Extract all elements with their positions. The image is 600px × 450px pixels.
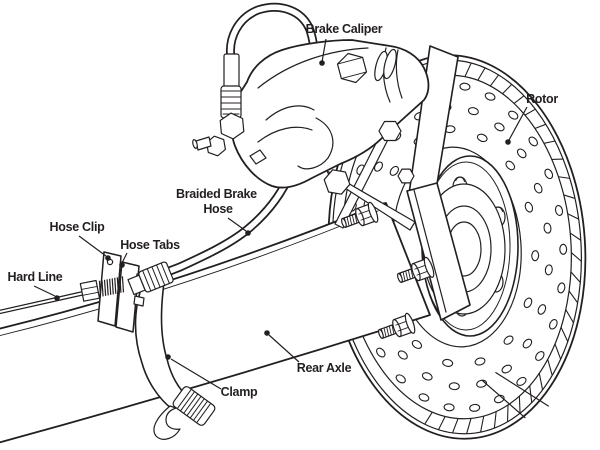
clamp-drawing [134, 274, 216, 440]
hard-line-drawing [0, 276, 125, 315]
leader-brake-caliper [319, 38, 327, 66]
label-braided-brake-hose: Braided Brake Hose [176, 187, 260, 216]
brake-caliper-drawing [230, 39, 430, 195]
labels: Brake Caliper Rotor Braided Brake Hose H… [8, 22, 559, 399]
label-hose-clip: Hose Clip [50, 220, 106, 234]
label-hard-line: Hard Line [8, 270, 63, 284]
label-brake-caliper: Brake Caliper [306, 22, 383, 36]
hose-axle-fitting [127, 261, 174, 296]
label-hose-tabs: Hose Tabs [120, 238, 180, 252]
leader-lines [33, 38, 528, 390]
leader-hose-clip [78, 235, 111, 261]
leader-clamp [165, 354, 222, 390]
leader-rotor [505, 106, 528, 145]
label-rotor: Rotor [526, 92, 558, 106]
leader-rear-axle [264, 330, 300, 363]
leader-hard-line [33, 285, 60, 301]
leader-hose-tabs [119, 252, 128, 268]
hose-caliper-fitting [192, 53, 245, 157]
coil-spring-guard [98, 276, 125, 297]
leader-braided-brake-hose [227, 217, 251, 236]
label-clamp: Clamp [221, 385, 258, 399]
label-rear-axle: Rear Axle [297, 361, 352, 375]
